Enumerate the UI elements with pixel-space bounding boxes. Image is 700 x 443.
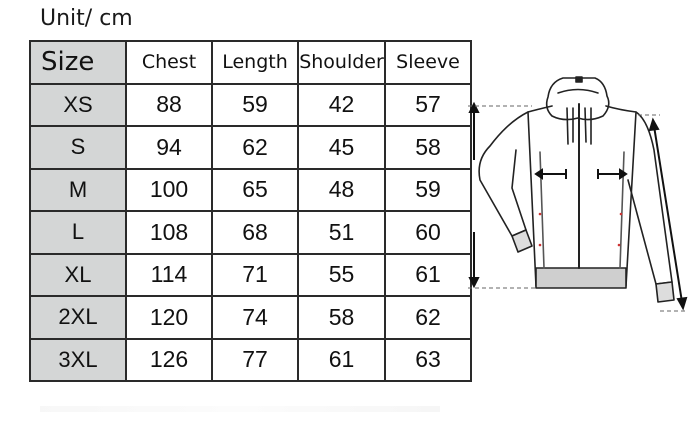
size-cell: XS (29, 82, 127, 127)
length-cell: 71 (211, 252, 299, 297)
shoulder-cell: 55 (297, 252, 386, 297)
length-cell: 65 (211, 167, 299, 212)
sleeve-cell: 58 (384, 125, 472, 170)
chest-cell: 88 (125, 82, 213, 127)
sleeve-cell: 63 (384, 337, 472, 382)
shoulder-cell: 48 (297, 167, 386, 212)
shoulder-cell: 51 (297, 210, 386, 255)
table-row: XL 114 71 55 61 (29, 252, 472, 297)
header-chest: Chest (125, 40, 213, 85)
header-sleeve: Sleeve (384, 40, 472, 85)
chest-cell: 94 (125, 125, 213, 170)
length-cell: 62 (211, 125, 299, 170)
unit-label: Unit/ cm (40, 6, 133, 31)
table-header-row: Size Chest Length Shoulder Sleeve (29, 40, 472, 85)
size-cell: 3XL (29, 337, 127, 382)
length-cell: 77 (211, 337, 299, 382)
size-cell: XL (29, 252, 127, 297)
shoulder-cell: 42 (297, 82, 386, 127)
header-shoulder: Shoulder (297, 40, 386, 85)
table-row: L 108 68 51 60 (29, 210, 472, 255)
faint-shadow (40, 406, 440, 412)
chest-cell: 100 (125, 167, 213, 212)
shoulder-cell: 61 (297, 337, 386, 382)
sleeve-cell: 62 (384, 295, 472, 340)
sleeve-cell: 60 (384, 210, 472, 255)
table-row: 2XL 120 74 58 62 (29, 295, 472, 340)
shoulder-cell: 58 (297, 295, 386, 340)
table-row: XS 88 59 42 57 (29, 82, 472, 127)
shoulder-cell: 45 (297, 125, 386, 170)
sleeve-cell: 57 (384, 82, 472, 127)
header-length: Length (211, 40, 299, 85)
chest-cell: 120 (125, 295, 213, 340)
length-cell: 59 (211, 82, 299, 127)
size-cell: M (29, 167, 127, 212)
hoodie-diagram (468, 76, 688, 312)
sleeve-cell: 59 (384, 167, 472, 212)
table-row: S 94 62 45 58 (29, 125, 472, 170)
chest-cell: 108 (125, 210, 213, 255)
length-cell: 68 (211, 210, 299, 255)
chest-cell: 114 (125, 252, 213, 297)
header-size: Size (29, 40, 127, 85)
table-row: 3XL 126 77 61 63 (29, 337, 472, 382)
length-cell: 74 (211, 295, 299, 340)
table-row: M 100 65 48 59 (29, 167, 472, 212)
size-chart-table: Size Chest Length Shoulder Sleeve XS 88 … (29, 40, 472, 382)
chest-cell: 126 (125, 337, 213, 382)
size-cell: 2XL (29, 295, 127, 340)
sleeve-cell: 61 (384, 252, 472, 297)
size-cell: L (29, 210, 127, 255)
size-cell: S (29, 125, 127, 170)
